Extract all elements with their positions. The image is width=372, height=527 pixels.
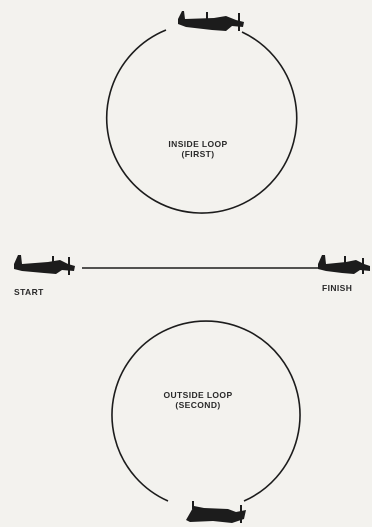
- outside-loop-label-line2: (SECOND): [152, 400, 244, 410]
- outside-loop-label: OUTSIDE LOOP (SECOND): [152, 390, 244, 410]
- inside-loop-circle: [107, 30, 297, 213]
- outside-loop-circle: [112, 321, 300, 501]
- inside-loop-label: INSIDE LOOP (FIRST): [156, 139, 240, 159]
- airplane-start-icon: [14, 255, 75, 275]
- start-label: START: [14, 287, 54, 297]
- airplane-top-icon: [178, 11, 244, 31]
- inside-loop-label-line1: INSIDE LOOP: [156, 139, 240, 149]
- airplane-finish-icon: [318, 255, 370, 274]
- airplane-bottom-icon: [186, 501, 246, 523]
- inside-loop-label-line2: (FIRST): [156, 149, 240, 159]
- finish-label: FINISH: [322, 283, 368, 293]
- outside-loop-label-line1: OUTSIDE LOOP: [152, 390, 244, 400]
